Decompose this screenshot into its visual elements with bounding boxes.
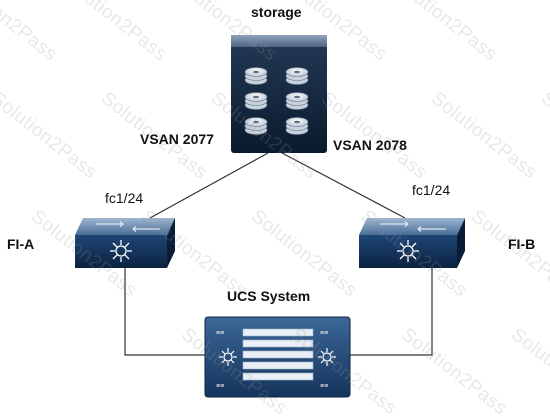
diagram-canvas: ≡≡ ≡≡ ≡≡ ≡≡ [75,35,465,398]
fan-icon [219,348,237,366]
blade-slot [242,339,314,348]
disk-icon [244,92,268,110]
switch-fi-a [75,218,175,268]
disk-icon [285,92,309,110]
fan-icon [318,348,336,366]
disk-icon [244,67,268,85]
disk-stack-icons [244,67,309,135]
port-left-label: fc1/24 [105,190,144,206]
port-marks: ≡≡ [216,383,224,390]
ucs-system-label: UCS System [227,288,311,304]
port-marks: ≡≡ [320,383,328,390]
blade-slot [242,328,314,337]
vsan-right-label: VSAN 2078 [333,137,407,153]
port-marks: ≡≡ [216,330,224,337]
link-storage-fi-a [149,152,269,219]
link-fi-a-ucs [124,268,205,356]
link-storage-fi-b [281,152,406,219]
disk-icon [285,117,309,135]
switch-symbol-icon [397,240,419,262]
switch-fi-b [359,218,465,268]
storage-array [231,35,327,153]
fi-a-label: FI-A [7,236,35,252]
port-marks: ≡≡ [320,330,328,337]
link-fi-b-ucs [350,268,433,356]
blade-slots [242,328,314,381]
fi-b-label: FI-B [508,236,536,252]
disk-icon [244,117,268,135]
connection-lines [124,152,433,356]
blade-slot [242,372,314,381]
blade-slot [242,361,314,370]
blade-slot [242,350,314,359]
storage-label: storage [251,4,302,20]
switch-symbol-icon [110,240,132,262]
disk-icon [285,67,309,85]
port-right-label: fc1/24 [412,182,451,198]
ucs-chassis: ≡≡ ≡≡ ≡≡ ≡≡ [204,316,351,398]
vsan-left-label: VSAN 2077 [140,131,214,147]
